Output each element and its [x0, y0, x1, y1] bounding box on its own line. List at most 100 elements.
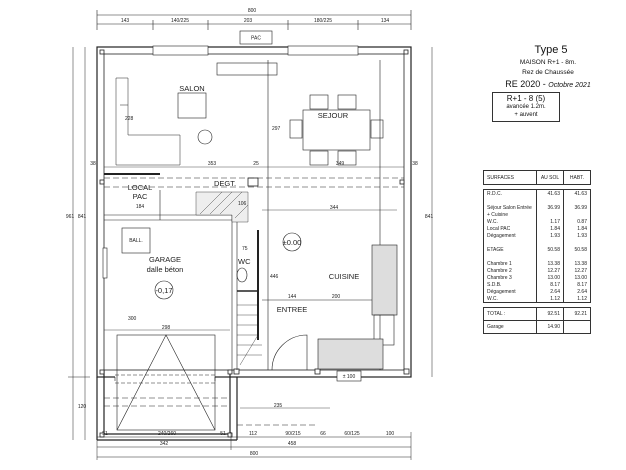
dim-446: 446: [270, 274, 279, 280]
dim-228: 228: [125, 116, 134, 122]
row-sol: 92.51: [536, 307, 564, 321]
row-habt: 41.63: [563, 189, 591, 197]
row-label: ETAGE: [483, 246, 537, 253]
variant-detail: avancée 1.2m.: [506, 104, 546, 110]
row-label: Local PAC: [483, 225, 537, 232]
dim-344: 344: [330, 205, 339, 211]
pac-unit-label: PAC: [251, 36, 261, 42]
row-label: Chambre 1: [483, 260, 537, 267]
dim-bot-5: 90/215: [285, 431, 301, 437]
header-au-sol: AU SOL: [536, 170, 564, 185]
row-label: R.D.C.: [483, 189, 537, 197]
dim-bot-6: 66: [320, 431, 326, 437]
dim-top-5: 134: [381, 18, 390, 24]
variant-extra: + auvent: [514, 112, 538, 118]
table-header: SURFACES AU SOL HABT.: [483, 170, 591, 185]
label-cuisine: CUISINE: [329, 272, 359, 281]
dim-left-lower: 120: [78, 404, 87, 410]
row-habt: 92.21: [563, 307, 591, 321]
row-sol: 1.93: [536, 232, 564, 239]
row-label: S.D.B.: [483, 281, 537, 288]
row-sol: 1.84: [536, 225, 564, 232]
label-entree: ENTREE: [277, 305, 307, 314]
row-label: W.C.: [483, 295, 537, 303]
sofa: [115, 77, 181, 166]
dim-bot-8: 100: [386, 431, 395, 437]
dim-298: 298: [162, 325, 171, 331]
dim-353: 353: [208, 161, 217, 167]
dim-top-1: 143: [121, 18, 130, 24]
level-main-marker: [282, 232, 302, 252]
exterior-walls: [96, 46, 412, 441]
label-ballon: BALL.: [129, 238, 143, 244]
row-sol: 12.27: [536, 267, 564, 274]
dim-top-4: 180/225: [314, 18, 332, 24]
row-label: TOTAL :: [483, 307, 537, 321]
dim-bot-342: 342: [160, 441, 169, 447]
row-label: + Cuisine: [483, 211, 537, 218]
row-habt: 36.99: [563, 204, 591, 211]
variant-box: R+1 - 8 (5) avancée 1.2m. + auvent: [492, 92, 560, 122]
dim-bot-2: 240/260: [158, 431, 176, 437]
dim-bot-1: 51: [102, 431, 108, 437]
house-model: MAISON R+1 - 8m.: [519, 59, 577, 66]
regulation-label: RE 2020 -: [505, 79, 549, 89]
row-label: Dégagement: [483, 232, 537, 239]
dim-106: 106: [238, 201, 247, 207]
room-labels: SALON SEJOUR LOCAL PAC DEGT. GARAGE dall…: [128, 84, 360, 314]
level-main: ±0.00: [283, 238, 302, 247]
row-sol: 36.99: [536, 204, 564, 211]
row-sol: 13.38: [536, 260, 564, 267]
row-sol: 14.90: [536, 320, 564, 334]
dim-top-3: 203: [244, 18, 253, 24]
regulation-date: Octobre 2021: [548, 82, 591, 89]
dim-38-right: 38: [412, 161, 418, 167]
dim-bot-458: 458: [288, 441, 297, 447]
level-garage: -0,17: [155, 286, 172, 295]
degagement-hatch: [195, 191, 249, 223]
row-habt: 0.87: [563, 218, 591, 225]
floor-plan: 800 143 140/225 203 180/225 134 PAC: [66, 8, 433, 460]
row-sol: 1.12: [536, 295, 564, 303]
label-salon: SALON: [179, 84, 204, 93]
dim-38-left: 38: [90, 161, 96, 167]
dim-left-main: 841: [78, 214, 87, 220]
beams: [104, 177, 404, 426]
dim-top-2: 140/225: [171, 18, 189, 24]
tv-unit: [216, 62, 278, 76]
label-degt: DEGT.: [214, 179, 236, 188]
floor-name: Rez de Chaussée: [522, 69, 574, 76]
row-habt: 1.84: [563, 225, 591, 232]
dim-200: 200: [332, 294, 341, 300]
row-habt: 2.64: [563, 288, 591, 295]
row-label: Garage: [483, 320, 537, 334]
row-label: Chambre 2: [483, 267, 537, 274]
row-sol: 41.63: [536, 189, 564, 197]
entry-step: [336, 370, 362, 382]
toilet: [236, 267, 248, 283]
step-height: ± 100: [343, 374, 356, 380]
label-local: LOCAL: [128, 183, 153, 192]
row-habt: 8.17: [563, 281, 591, 288]
label-wc: WC: [238, 257, 251, 266]
dim-235: 235: [274, 403, 283, 409]
row-habt: 13.38: [563, 260, 591, 267]
row-habt: 1.12: [563, 295, 591, 303]
row-sol: 2.64: [536, 288, 564, 295]
dim-300: 300: [128, 316, 137, 322]
row-sol: 8.17: [536, 281, 564, 288]
inner-dimensions: 353 25 349 38 38 297 184 344 200 144 446…: [90, 116, 418, 409]
top-dimensions: 800 143 140/225 203 180/225 134: [96, 8, 412, 30]
dim-top-total: 800: [248, 8, 257, 14]
kitchen: [317, 244, 398, 370]
row-habt: 1.93: [563, 232, 591, 239]
header-surfaces: SURFACES: [483, 170, 537, 185]
dim-144: 144: [288, 294, 297, 300]
row-label: W.C.: [483, 218, 537, 225]
